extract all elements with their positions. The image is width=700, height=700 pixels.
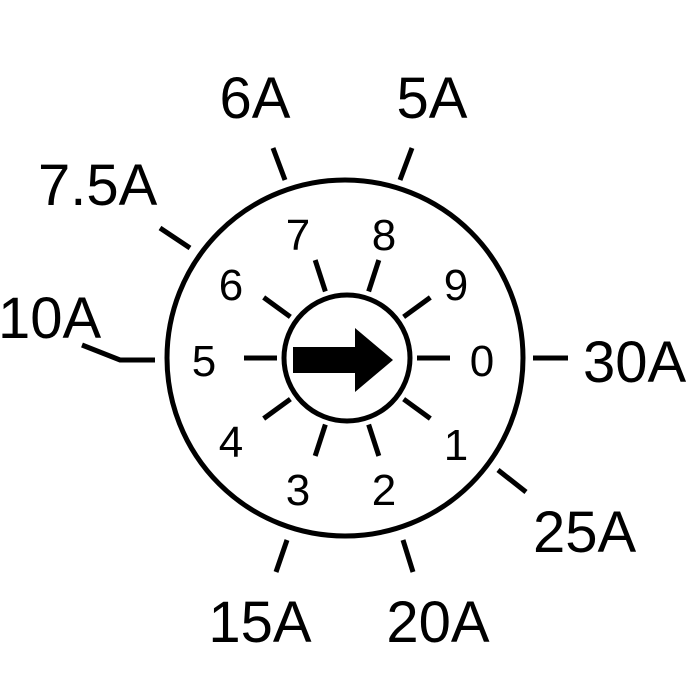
rating-15a: 15A: [208, 590, 312, 655]
rating-6a: 6A: [220, 66, 291, 131]
rating-20a: 20A: [386, 590, 490, 655]
tick-9: [402, 295, 432, 319]
digit-8: 8: [372, 211, 396, 260]
tick-1: [402, 397, 432, 421]
outer-dial-circle: [164, 177, 526, 539]
tick-6: [262, 295, 292, 319]
tick-2: [366, 423, 382, 457]
digit-1: 1: [444, 421, 468, 470]
digit-labels: 0 1 2 3 4 5 6 7 8 9: [192, 211, 494, 515]
tick-7: [312, 259, 328, 293]
digit-3: 3: [286, 466, 310, 515]
digit-6: 6: [219, 261, 243, 310]
digit-9: 9: [444, 261, 468, 310]
rating-5a: 5A: [397, 66, 468, 131]
tick-8: [366, 259, 382, 293]
inner-knob-circle[interactable]: [281, 292, 413, 424]
digit-4: 4: [219, 418, 243, 467]
rating-25a: 25A: [533, 500, 637, 565]
digit-5: 5: [192, 337, 216, 386]
digit-2: 2: [372, 466, 396, 515]
rating-30a: 30A: [583, 330, 687, 395]
rating-labels: 30A 25A 20A 15A 10A 7.5A 6A 5A: [0, 66, 687, 655]
rating-leaders: [81, 147, 568, 573]
digit-7: 7: [286, 211, 310, 260]
dial-ticks: [244, 259, 450, 457]
arrow-right-icon: [293, 328, 393, 392]
rating-10a: 10A: [0, 286, 102, 351]
rating-7-5a: 7.5A: [38, 153, 158, 218]
tick-3: [312, 423, 328, 457]
digit-0: 0: [470, 337, 494, 386]
tick-4: [262, 397, 292, 421]
